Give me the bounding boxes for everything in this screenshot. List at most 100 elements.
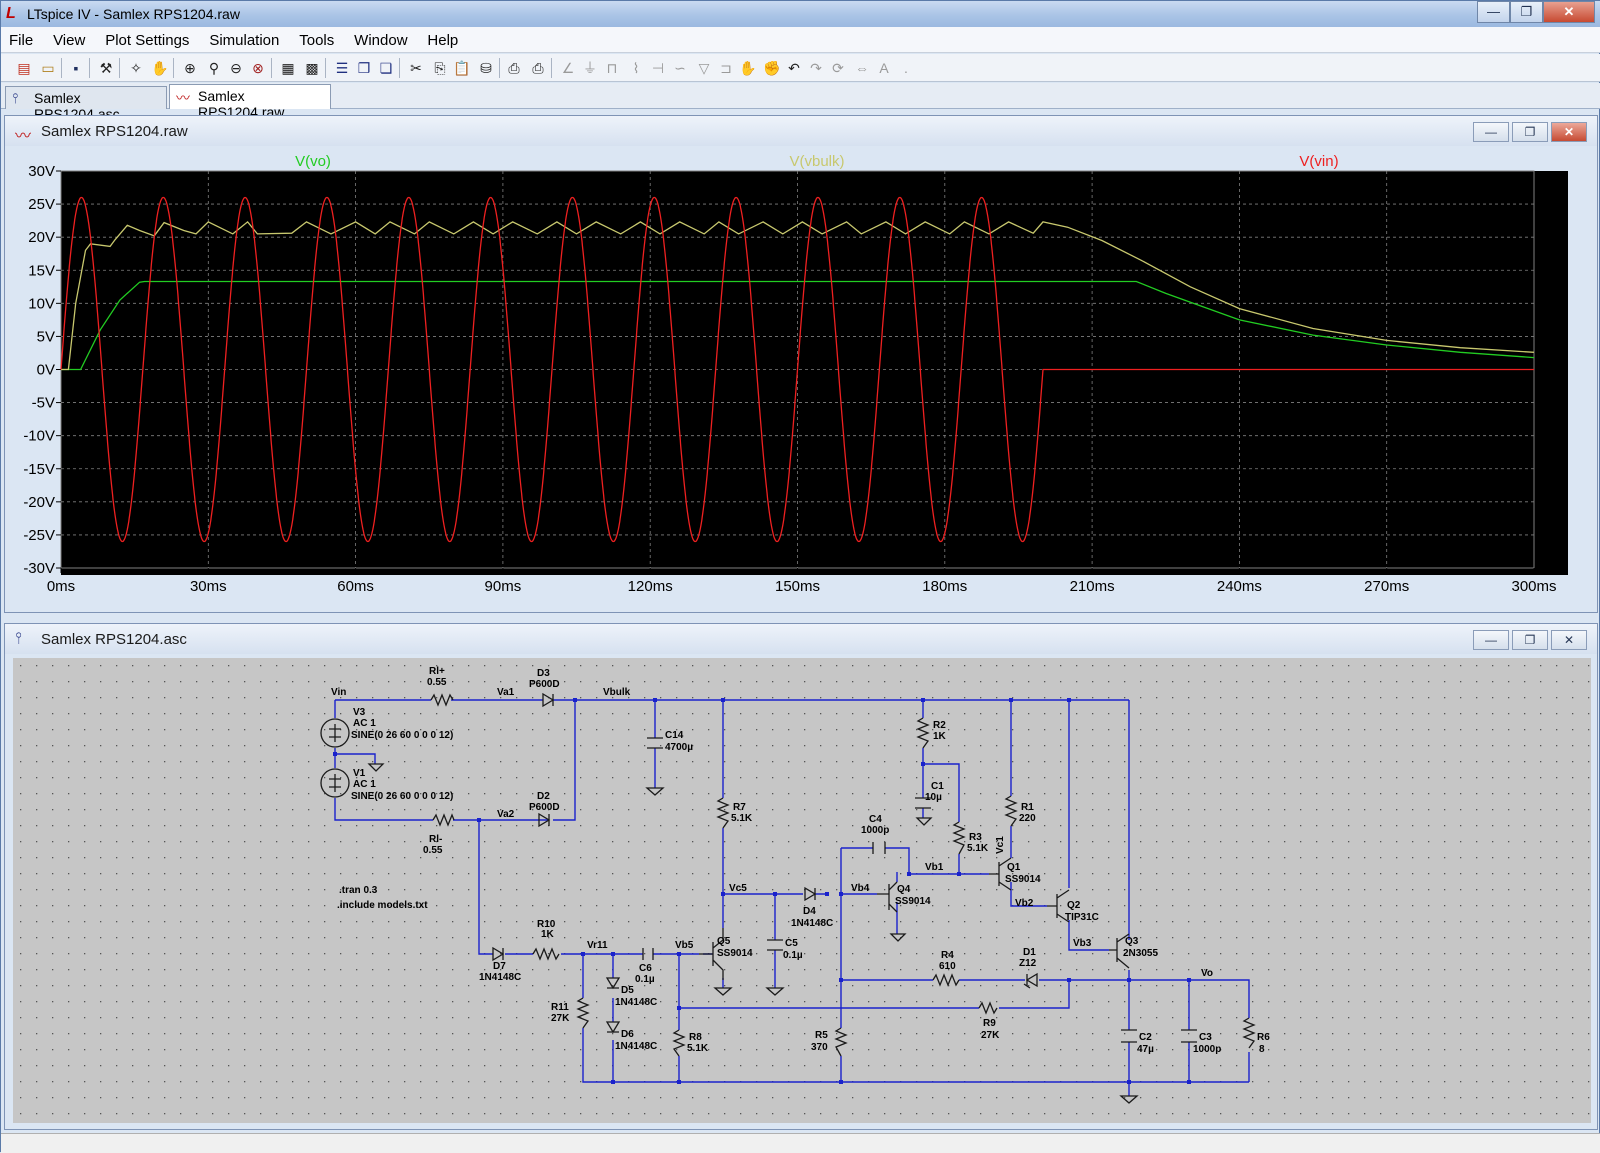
schematic-canvas[interactable]: Vin Va1 Vbulk Va2 Vc5 Vr11 Vb5 Vb4 Vb1 V… xyxy=(13,658,1591,1123)
diode-d3[interactable] xyxy=(542,692,555,708)
resistor-r8[interactable] xyxy=(672,1029,686,1057)
resistor-icon[interactable]: ⌇ xyxy=(632,60,640,76)
voltage-source-v3[interactable] xyxy=(320,718,350,748)
ground-icon[interactable]: ⏚ xyxy=(583,60,597,76)
text-icon[interactable]: A xyxy=(879,60,889,76)
menu-help[interactable]: Help xyxy=(427,32,459,49)
resistor-rlplus[interactable] xyxy=(430,693,454,707)
waveform-minimize-button[interactable]: — xyxy=(1473,122,1509,142)
trace-label-vbulk[interactable]: V(vbulk) xyxy=(789,153,844,170)
diode-d5[interactable] xyxy=(605,977,621,990)
diode-d2[interactable] xyxy=(538,812,551,828)
diode-d4[interactable] xyxy=(804,886,817,902)
print-icon[interactable]: ⎙ xyxy=(532,60,544,76)
spice-directive-icon[interactable]: . xyxy=(904,60,908,76)
label-net-icon[interactable]: ⊓ xyxy=(606,60,618,76)
transistor-q2[interactable] xyxy=(1047,889,1070,923)
resistor-r9[interactable] xyxy=(978,1001,998,1015)
diode-d7[interactable] xyxy=(492,946,505,962)
maximize-button[interactable]: ❐ xyxy=(1510,1,1543,23)
trace-label-vo[interactable]: V(vo) xyxy=(295,153,331,170)
transistor-q1[interactable] xyxy=(989,857,1012,891)
capacitor-c2[interactable] xyxy=(1121,1029,1137,1043)
net-label-vc5[interactable]: Vc5 xyxy=(729,883,747,894)
menu-window[interactable]: Window xyxy=(354,32,408,49)
resistor-r2[interactable] xyxy=(916,717,930,749)
drag-hand-icon[interactable]: ✊ xyxy=(763,60,781,76)
waveform-plot[interactable]: 30V25V20V15V10V5V0V-5V-10V-15V-20V-25V-3… xyxy=(13,150,1591,608)
spice-directive-tran[interactable]: .tran 0.3 xyxy=(339,885,378,896)
close-button[interactable]: ✕ xyxy=(1543,1,1595,23)
net-label-vc1[interactable]: Vc1 xyxy=(995,836,1006,854)
minimize-button[interactable]: — xyxy=(1477,1,1510,23)
resistor-r11[interactable] xyxy=(576,997,590,1029)
waveform-restore-button[interactable]: ❐ xyxy=(1512,122,1548,142)
capacitor-c5[interactable] xyxy=(767,939,783,951)
zener-diode-d1[interactable] xyxy=(1023,972,1038,989)
transistor-q4[interactable] xyxy=(877,881,898,913)
trace-vbulk[interactable] xyxy=(61,220,1535,371)
trace-vo[interactable] xyxy=(61,280,1535,371)
zoom-in-icon[interactable]: ⊕ xyxy=(184,60,196,76)
resistor-r7[interactable] xyxy=(716,797,730,829)
new-schematic-icon[interactable]: ▤ xyxy=(17,60,31,76)
tile-horizontal-icon[interactable]: ☰ xyxy=(335,60,349,76)
voltage-source-v1[interactable] xyxy=(320,768,350,798)
print-setup-icon[interactable]: ⎙ xyxy=(508,60,520,76)
net-label-vb4[interactable]: Vb4 xyxy=(851,883,870,894)
find-binoculars-icon[interactable]: ⛁ xyxy=(480,60,492,76)
save-icon[interactable]: ▪ xyxy=(73,60,79,76)
transistor-q5[interactable] xyxy=(699,928,724,980)
pan-hand-icon[interactable]: ✋ xyxy=(151,60,169,76)
paste-icon[interactable]: 📋 xyxy=(453,60,471,76)
plot-area[interactable] xyxy=(61,171,1568,575)
menu-view[interactable]: View xyxy=(53,32,86,49)
resistor-r3[interactable] xyxy=(952,821,966,855)
net-label-vr11[interactable]: Vr11 xyxy=(587,940,608,951)
zoom-area-icon[interactable]: ⚲ xyxy=(208,60,220,76)
net-label-va1[interactable]: Va1 xyxy=(497,687,515,698)
trace-label-vin[interactable]: V(vin) xyxy=(1299,153,1338,170)
zoom-fit-icon[interactable]: ⊗ xyxy=(252,60,264,76)
autorange-icon[interactable]: ▦ xyxy=(281,60,295,76)
control-panel-hammer-icon[interactable]: ⚒ xyxy=(99,60,113,76)
inductor-icon[interactable]: ∽ xyxy=(674,60,686,76)
draw-wire-icon[interactable]: ∠ xyxy=(561,60,575,76)
resistor-r5[interactable] xyxy=(834,1027,848,1057)
copy-icon[interactable]: ⎘ xyxy=(434,60,446,76)
cascade-icon[interactable]: ❐ xyxy=(357,60,371,76)
open-folder-icon[interactable]: ▭ xyxy=(41,60,55,76)
tile-vertical-icon[interactable]: ❏ xyxy=(379,60,393,76)
diode-d6[interactable] xyxy=(605,1021,621,1034)
schematic-close-button[interactable]: ✕ xyxy=(1551,630,1587,650)
net-label-va2[interactable]: Va2 xyxy=(497,809,515,820)
schematic-minimize-button[interactable]: — xyxy=(1473,630,1509,650)
net-label-vb1[interactable]: Vb1 xyxy=(925,862,944,873)
capacitor-c1[interactable] xyxy=(915,797,931,809)
capacitor-c3[interactable] xyxy=(1181,1029,1197,1043)
menu-file[interactable]: File xyxy=(9,32,34,49)
mirror-icon[interactable]: ⇔ xyxy=(855,60,869,76)
waveform-window-titlebar[interactable]: 〰 Samlex RPS1204.raw — ❐ ✕ xyxy=(5,116,1597,146)
move-hand-icon[interactable]: ✋ xyxy=(739,60,757,76)
net-label-vin[interactable]: Vin xyxy=(331,687,346,698)
undo-icon[interactable]: ↶ xyxy=(788,60,800,76)
tab-schematic[interactable]: ⫯ Samlex RPS1204.asc xyxy=(5,86,167,122)
net-label-vb2[interactable]: Vb2 xyxy=(1015,898,1034,909)
resistor-r6[interactable] xyxy=(1242,1017,1256,1049)
title-bar[interactable]: L LTspice IV - Samlex RPS1204.raw — ❐ ✕ xyxy=(1,1,1600,27)
tab-waveform[interactable]: 〰 Samlex RPS1204.raw xyxy=(169,84,331,120)
schematic-restore-button[interactable]: ❐ xyxy=(1512,630,1548,650)
capacitor-c6[interactable] xyxy=(642,948,654,960)
net-label-vbulk[interactable]: Vbulk xyxy=(603,687,631,698)
trace-vin[interactable] xyxy=(60,196,1534,543)
menu-plot-settings[interactable]: Plot Settings xyxy=(105,32,190,49)
net-label-vb3[interactable]: Vb3 xyxy=(1073,938,1092,949)
transistor-q3[interactable] xyxy=(1109,933,1130,969)
diode-icon[interactable]: ▽ xyxy=(698,60,710,76)
resistor-r4[interactable] xyxy=(932,973,960,987)
waveform-close-button[interactable]: ✕ xyxy=(1551,122,1587,142)
component-icon[interactable]: ⊐ xyxy=(720,60,732,76)
run-icon[interactable]: ✧ xyxy=(130,60,142,76)
resistor-r1[interactable] xyxy=(1004,795,1018,827)
